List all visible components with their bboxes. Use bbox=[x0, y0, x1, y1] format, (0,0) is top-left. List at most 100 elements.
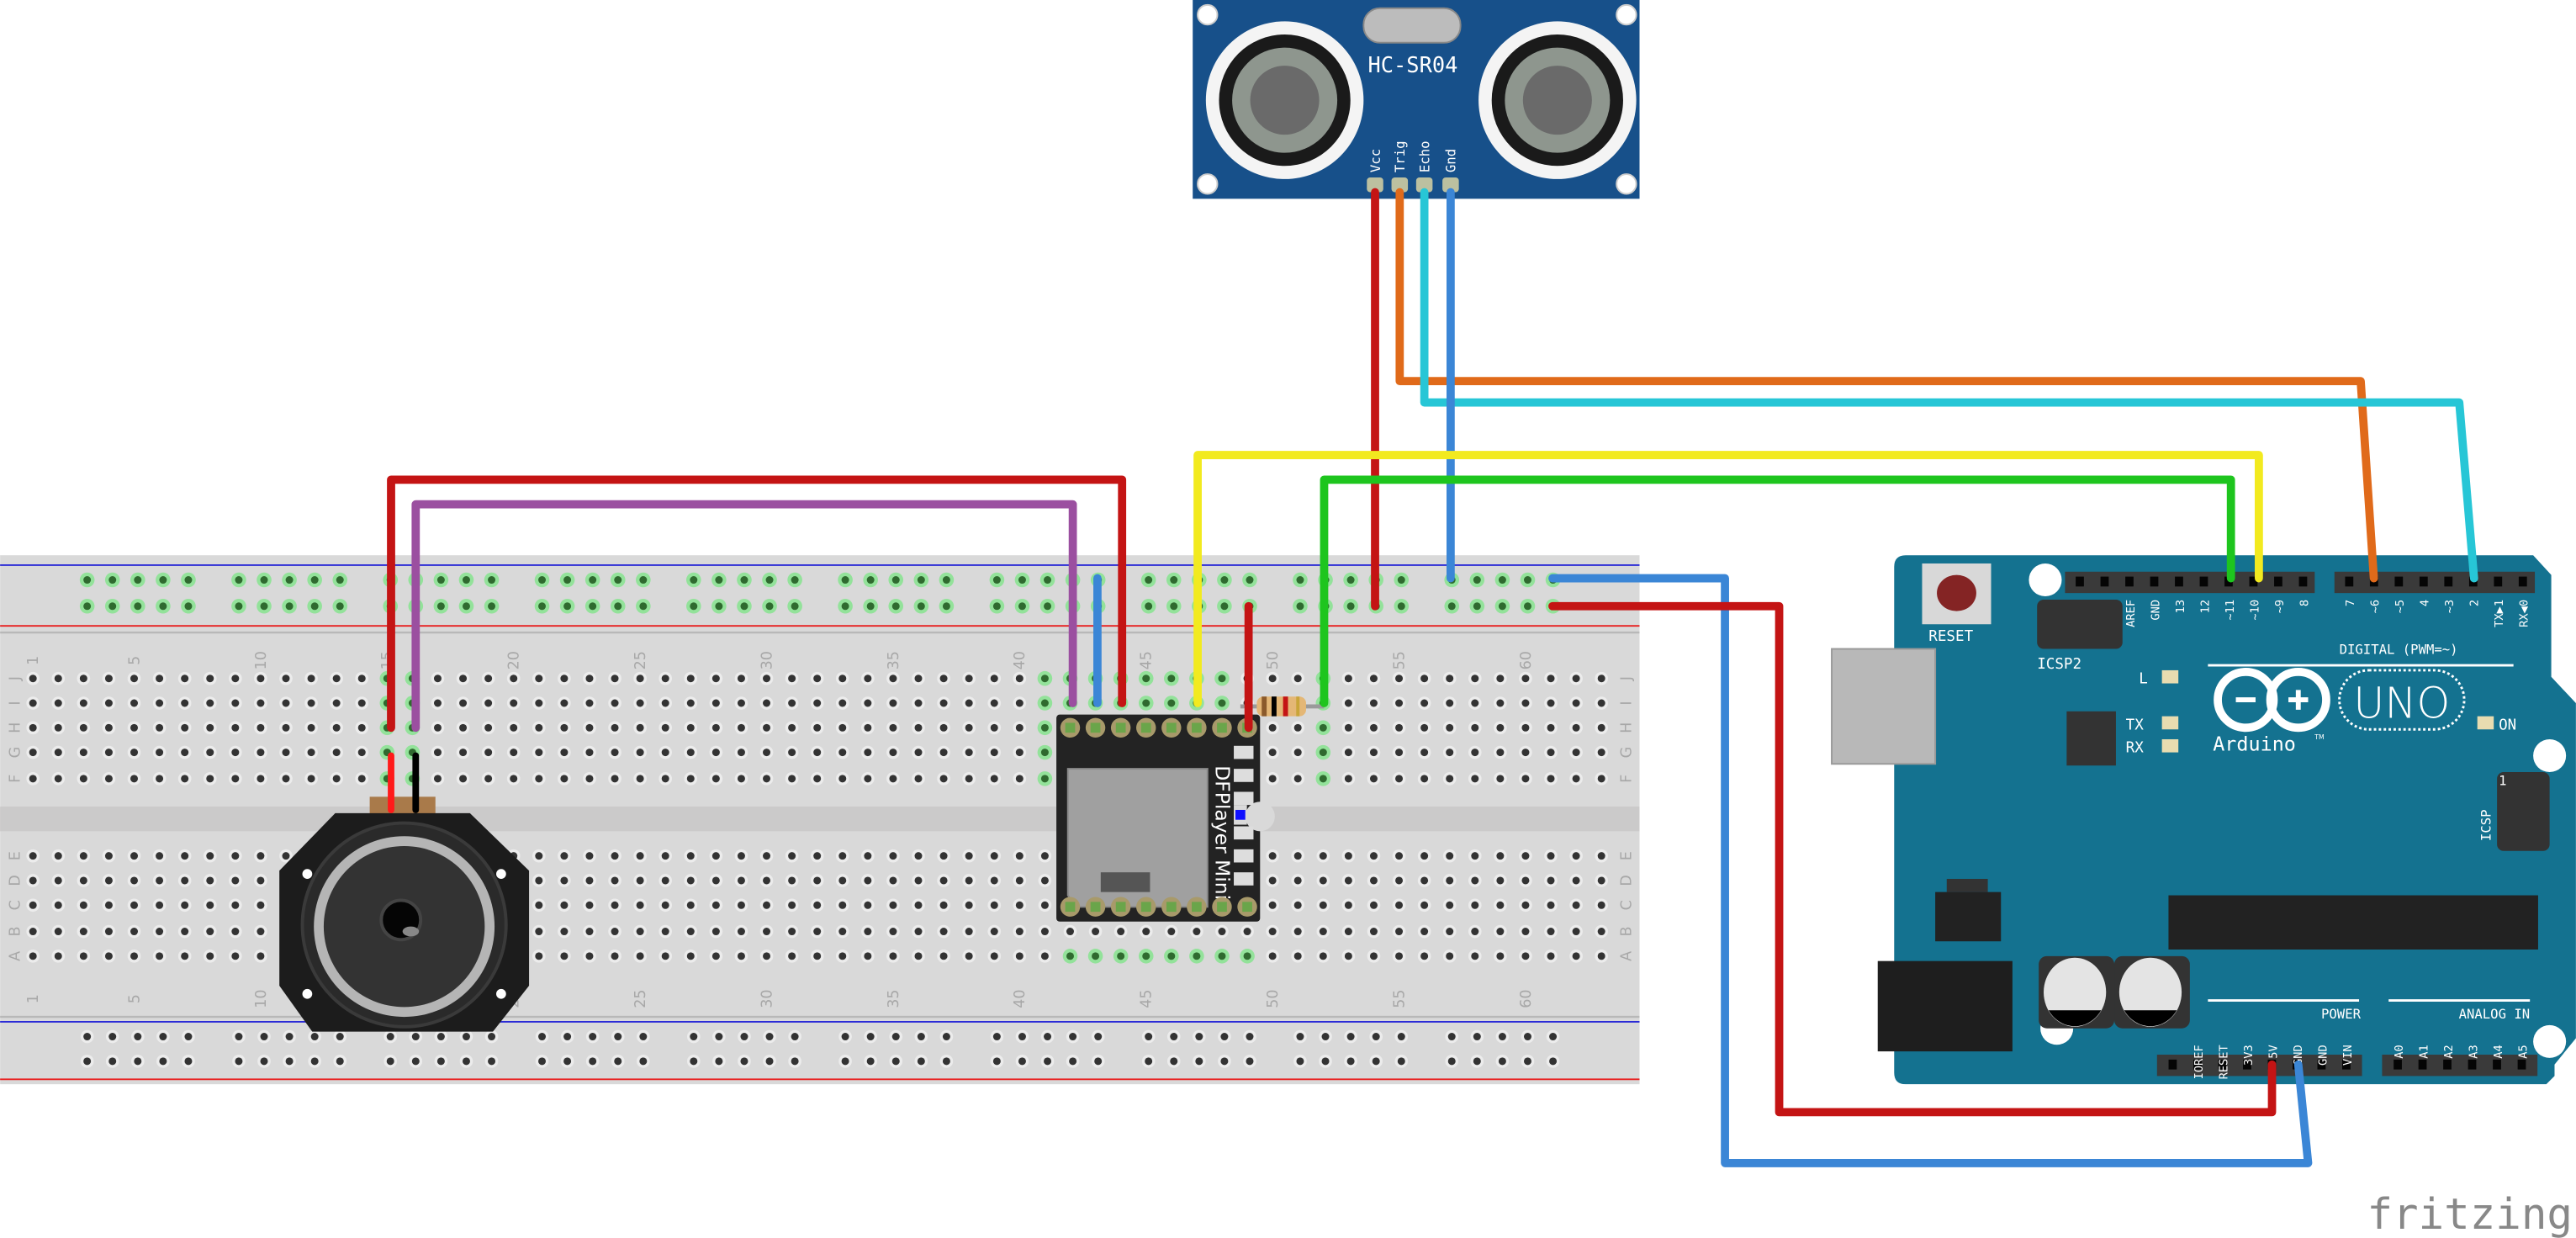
digital-pin-socket[interactable] bbox=[2249, 576, 2258, 587]
breadboard-hole-center bbox=[636, 775, 644, 783]
power-rail-hole-center bbox=[159, 602, 167, 611]
digital-pin-socket[interactable] bbox=[2394, 576, 2404, 587]
breadboard-hole-center bbox=[1471, 876, 1479, 885]
breadboard-hole-center bbox=[1369, 675, 1378, 683]
power-rail-hole-center bbox=[690, 602, 698, 611]
digital-pin-socket[interactable] bbox=[2150, 576, 2159, 587]
breadboard-hole-center bbox=[611, 952, 619, 960]
power-rail-hole-center bbox=[589, 576, 597, 585]
wire-speaker-purple[interactable] bbox=[411, 500, 1077, 733]
sensor-pin[interactable] bbox=[1415, 177, 1433, 193]
power-pin-socket[interactable] bbox=[2168, 1059, 2177, 1070]
breadboard-hole-center bbox=[990, 699, 998, 707]
digital-pin-socket[interactable] bbox=[2125, 576, 2134, 587]
digital-pin-socket[interactable] bbox=[2444, 576, 2453, 587]
sensor-pin[interactable] bbox=[1367, 177, 1383, 193]
breadboard-hole-center bbox=[1066, 952, 1074, 960]
dfplayer-pins bbox=[1060, 717, 1257, 917]
breadboard-hole-center bbox=[889, 952, 897, 960]
power-pin-socket[interactable] bbox=[2193, 1059, 2202, 1070]
power-rail-hole-center bbox=[1044, 602, 1052, 611]
analog-pin-socket[interactable] bbox=[2418, 1059, 2427, 1070]
row-letter: A bbox=[1619, 951, 1636, 961]
model-label: UNO bbox=[2353, 679, 2450, 728]
breadboard-hole-center bbox=[1015, 876, 1024, 885]
analog-pin-socket[interactable] bbox=[2493, 1059, 2501, 1070]
breadboard-hole-center bbox=[686, 775, 695, 783]
power-rail-hole-center bbox=[411, 1033, 420, 1041]
power-pin-socket[interactable] bbox=[2218, 1059, 2227, 1070]
wire-rail-gnd-blue[interactable] bbox=[1548, 574, 2313, 1167]
breadboard-hole-center bbox=[535, 928, 543, 936]
breadboard-hole-center bbox=[864, 749, 872, 757]
digital-pin-socket[interactable] bbox=[2076, 576, 2084, 587]
breadboard-hole-center bbox=[130, 852, 139, 860]
breadboard-hole-center bbox=[914, 775, 923, 783]
led-tx: TX bbox=[2126, 716, 2179, 733]
breadboard-hole-center bbox=[459, 675, 468, 683]
breadboard-hole-center bbox=[914, 675, 923, 683]
power-rail-hole-center bbox=[1523, 576, 1531, 585]
analog-pin-socket[interactable] bbox=[2394, 1059, 2402, 1070]
reset-button[interactable] bbox=[1922, 563, 1992, 625]
wire-green-pin11[interactable] bbox=[1320, 475, 2235, 707]
power-rail-hole-center bbox=[791, 602, 799, 611]
wire-sensor-echo-cyan[interactable] bbox=[1420, 188, 2478, 583]
breadboard-hole-center bbox=[1344, 675, 1352, 683]
digital-pin-label: TX▶1 bbox=[2493, 600, 2506, 627]
breadboard-hole-center bbox=[510, 723, 518, 732]
breadboard-hole-center bbox=[1471, 723, 1479, 732]
wire-sensor-trig-orange[interactable] bbox=[1395, 188, 2378, 583]
breadboard-hole-center bbox=[560, 775, 569, 783]
reset-button-cap[interactable] bbox=[1937, 574, 1976, 611]
column-number: 45 bbox=[1139, 651, 1156, 669]
breadboard-hole-center bbox=[307, 675, 315, 683]
breadboard-hole-center bbox=[104, 723, 113, 732]
digital-pin-label: ~3 bbox=[2443, 600, 2457, 613]
breadboard-hole-center bbox=[585, 928, 594, 936]
breadboard-hole-center bbox=[206, 928, 214, 936]
breadboard-hole-center bbox=[686, 901, 695, 909]
digital-pin-socket[interactable] bbox=[2494, 576, 2503, 587]
digital-pin-socket[interactable] bbox=[2199, 576, 2208, 587]
row-letter: I bbox=[1619, 701, 1636, 705]
digital-pin-socket[interactable] bbox=[2175, 576, 2183, 587]
breadboard-hole-center bbox=[711, 928, 720, 936]
digital-pin-socket[interactable] bbox=[2518, 576, 2527, 587]
breadboard-hole-center bbox=[864, 723, 872, 732]
breadboard-hole-center bbox=[737, 928, 745, 936]
breadboard-hole-center bbox=[1572, 928, 1580, 936]
digital-pin-socket[interactable] bbox=[2345, 576, 2354, 587]
sensor-pin[interactable] bbox=[1391, 177, 1409, 193]
breadboard-hole-center bbox=[788, 723, 796, 732]
breadboard-hole-center bbox=[838, 901, 847, 909]
wire-speaker-red[interactable] bbox=[387, 475, 1127, 733]
power-rail-hole-center bbox=[1397, 1057, 1405, 1066]
power-pin-label: RESET bbox=[2217, 1045, 2230, 1079]
breadboard-hole-center bbox=[560, 723, 569, 732]
power-pin-socket[interactable] bbox=[2342, 1059, 2351, 1070]
power-rail-hole-center bbox=[538, 1057, 547, 1066]
digital-pin-socket[interactable] bbox=[2274, 576, 2282, 587]
usb-connector bbox=[1831, 648, 1937, 765]
sensor-pin[interactable] bbox=[1442, 177, 1459, 193]
digital-pin-socket[interactable] bbox=[2298, 576, 2308, 587]
analog-pin-socket[interactable] bbox=[2443, 1059, 2452, 1070]
breadboard-hole-center bbox=[838, 723, 847, 732]
wire-rail-5v-red[interactable] bbox=[1548, 601, 2277, 1117]
wire-yellow-pin10[interactable] bbox=[1193, 451, 2263, 707]
breadboard-hole-center bbox=[1319, 852, 1327, 860]
arduino-board bbox=[1894, 555, 2576, 1085]
digital-pin-socket[interactable] bbox=[2100, 576, 2109, 587]
power-pin-socket[interactable] bbox=[2317, 1059, 2326, 1070]
breadboard-hole-center bbox=[79, 876, 87, 885]
row-letter: A bbox=[8, 951, 24, 961]
digital-pin-socket[interactable] bbox=[2419, 576, 2428, 587]
digital-pin-label: ~5 bbox=[2394, 600, 2407, 613]
power-pin-socket[interactable] bbox=[2243, 1059, 2251, 1070]
analog-pin-socket[interactable] bbox=[2468, 1059, 2477, 1070]
power-rail-hole-center bbox=[563, 602, 572, 611]
breadboard-hole-center bbox=[686, 876, 695, 885]
analog-pin-socket[interactable] bbox=[2517, 1059, 2526, 1070]
